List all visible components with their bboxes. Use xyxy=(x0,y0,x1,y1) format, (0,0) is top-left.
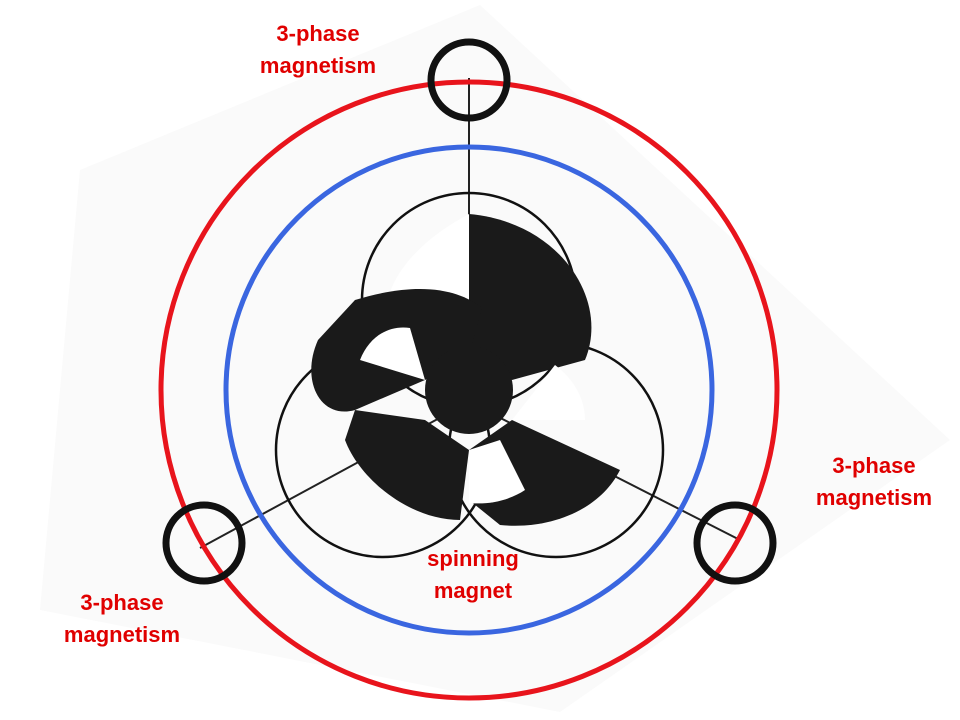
label-top-magnetism: 3-phase magnetism xyxy=(238,18,398,82)
label-top-line1: 3-phase xyxy=(276,21,360,46)
outer-ring xyxy=(158,79,780,701)
coil-right-icon xyxy=(693,501,777,585)
coil-top-icon xyxy=(427,38,511,122)
label-right-line2: magnetism xyxy=(815,485,933,510)
label-spinning-magnet: spinning magnet xyxy=(393,543,553,607)
magnet-cutout-right xyxy=(512,365,585,420)
label-right-line1: 3-phase xyxy=(832,453,916,478)
label-left-line1: 3-phase xyxy=(80,590,164,615)
label-left-line2: magnetism xyxy=(63,622,181,647)
magnet-cutout-bottom xyxy=(469,440,525,504)
label-left-magnetism: 3-phase magnetism xyxy=(38,587,206,651)
magnet-lobe-bottom-left xyxy=(345,410,469,520)
magnet-cutout-left xyxy=(360,327,425,380)
magnet-lobe-top-right xyxy=(469,214,592,380)
label-right-magnetism: 3-phase magnetism xyxy=(790,450,958,514)
coil-left-icon xyxy=(162,501,246,585)
label-center-line1: spinning xyxy=(427,546,519,571)
magnet-hub xyxy=(425,346,513,434)
label-center-line2: magnet xyxy=(433,578,513,603)
label-top-line2: magnetism xyxy=(259,53,377,78)
magnet-lobe-bottom-right xyxy=(469,420,620,526)
inner-ring xyxy=(223,144,715,636)
